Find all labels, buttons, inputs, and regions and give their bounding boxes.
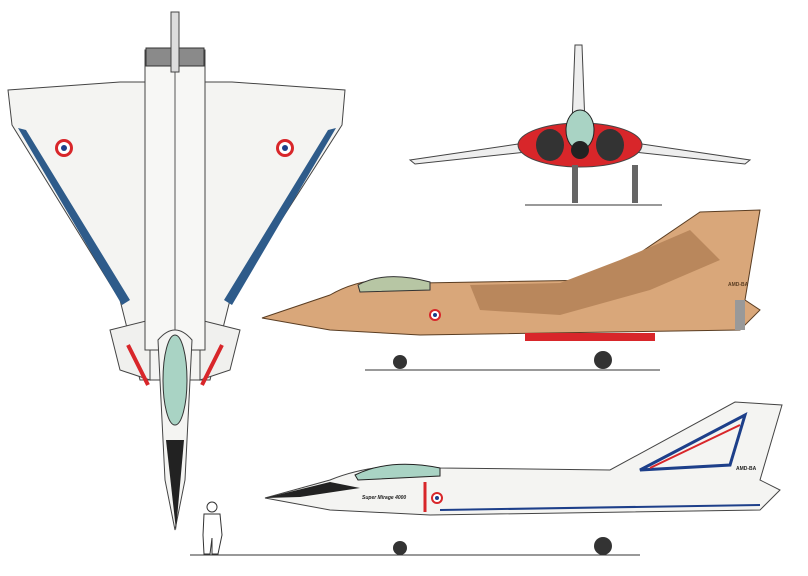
white-belly-stripe — [439, 504, 761, 511]
desert-nose-wheel — [393, 355, 407, 369]
human-scale-figure — [202, 501, 223, 555]
desert-tail-code: AMD-BA — [728, 282, 749, 288]
nose-black-radome — [166, 440, 184, 530]
desert-camo-brown — [470, 230, 720, 315]
tail-fin-top — [170, 11, 180, 73]
white-tail-code: AMD-BA — [736, 466, 757, 472]
white-nose-script: Super Mirage 4000 — [362, 495, 406, 501]
front-gear-left — [572, 165, 578, 203]
canard-red-edge-left — [126, 344, 150, 386]
left-wing-blue-stripe — [18, 128, 130, 305]
white-tail-red-stripe — [649, 424, 741, 469]
front-view — [408, 44, 752, 206]
front-gear-right — [632, 165, 638, 203]
right-wing-blue-stripe — [224, 128, 336, 305]
front-intake-left — [536, 129, 564, 161]
top-view — [7, 11, 346, 531]
roundel-right — [276, 139, 294, 157]
desert-missiles — [525, 333, 655, 341]
front-intake-right — [596, 129, 624, 161]
desert-canopy — [357, 276, 431, 293]
roundel-left — [55, 139, 73, 157]
desert-main-wheel — [594, 351, 612, 369]
front-nose — [571, 141, 589, 159]
canard-red-edge-right — [200, 344, 224, 386]
white-tail-stripes — [639, 412, 748, 472]
white-nose-wheel — [393, 541, 407, 555]
white-fuselage — [264, 401, 783, 516]
white-roundel — [431, 492, 443, 504]
white-main-wheel — [594, 537, 612, 555]
side-view-white-livery: Super Mirage 4000 AMD-BA — [190, 401, 783, 556]
white-nose-black — [265, 482, 360, 498]
canopy-top — [162, 334, 188, 426]
white-canopy — [354, 463, 441, 481]
side-view-desert-camouflage: AMD-BA — [261, 209, 761, 371]
desert-roundel — [429, 309, 441, 321]
desert-nozzle — [735, 300, 745, 330]
